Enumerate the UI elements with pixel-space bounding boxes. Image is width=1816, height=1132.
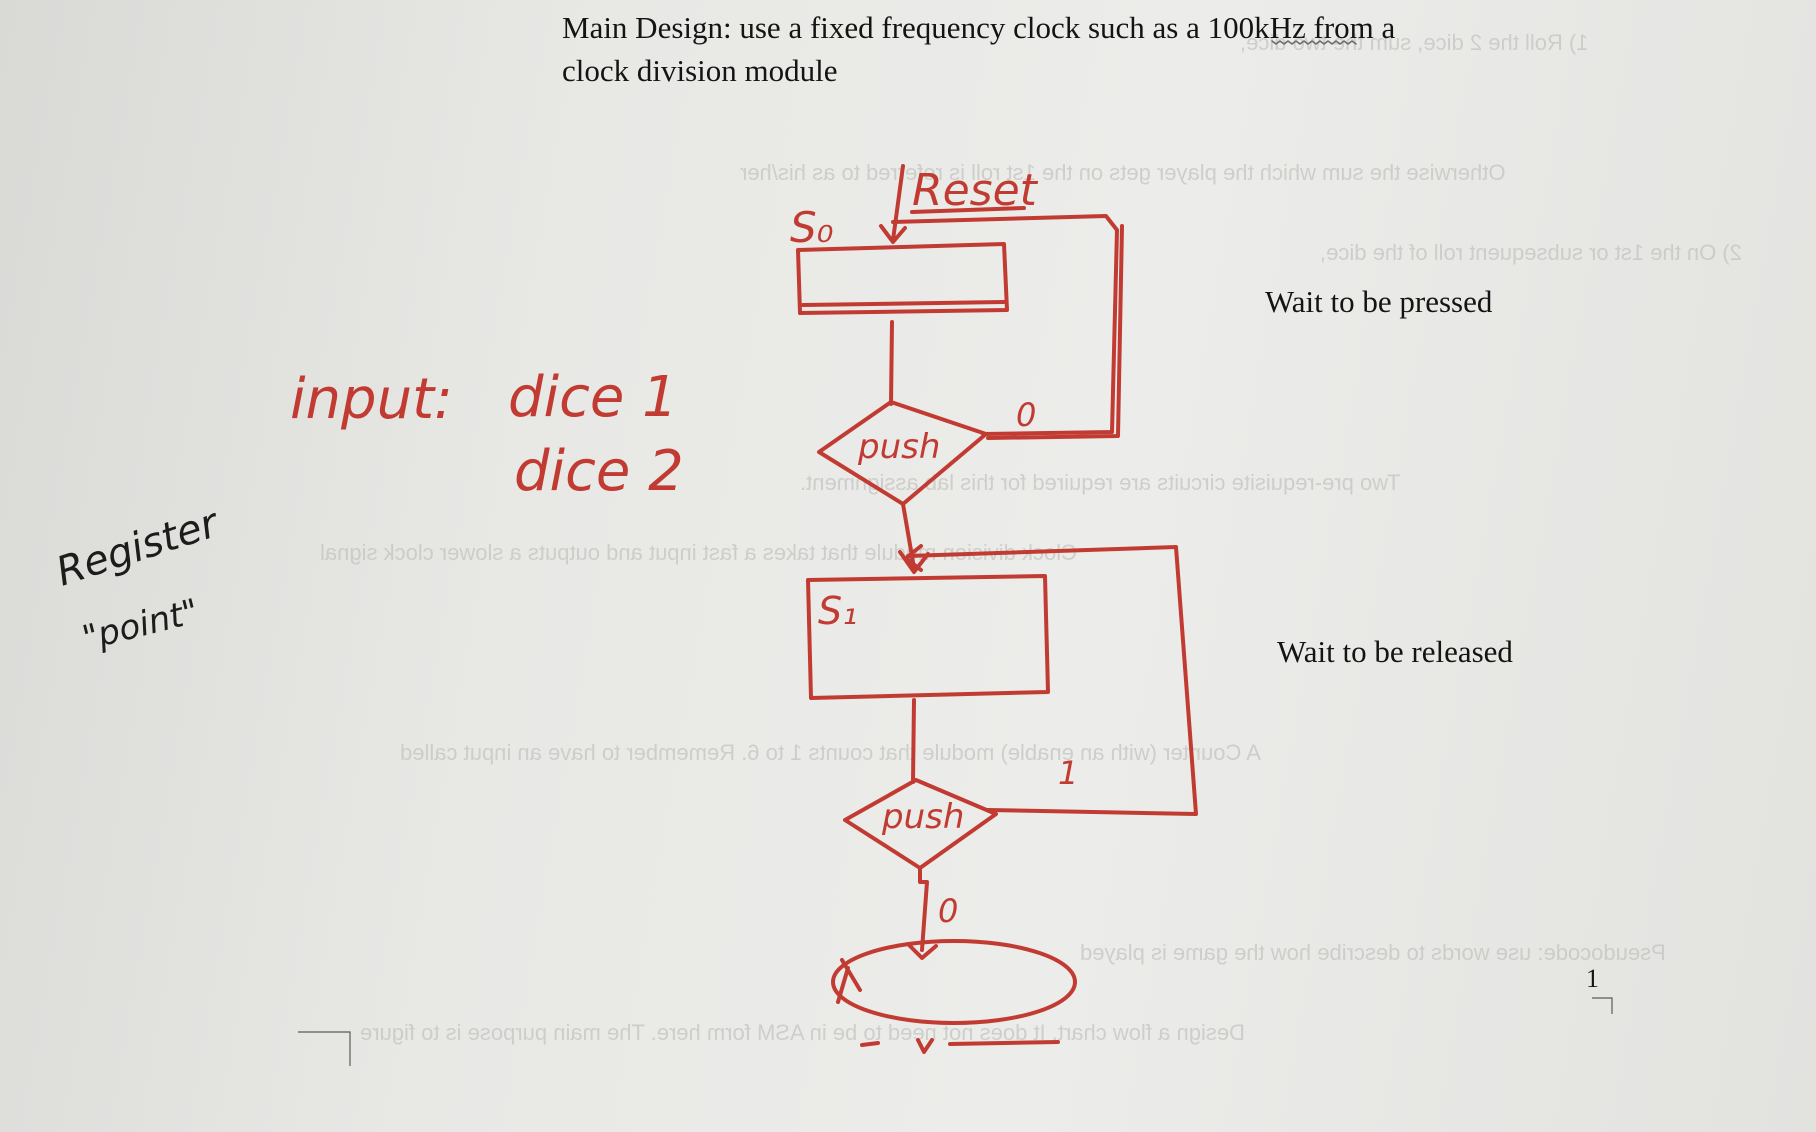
connector-decision2-down	[918, 866, 929, 952]
page-crop-mark	[298, 1031, 351, 1066]
input-dice1: dice 1	[508, 365, 678, 430]
terminal-ellipse	[831, 939, 1077, 1025]
reset-arrow-line	[891, 164, 905, 242]
state0-box	[796, 242, 1009, 315]
register-label: Register	[51, 500, 226, 596]
decision1-label: push	[857, 427, 940, 467]
register-point-label: "point"	[79, 591, 203, 658]
reset-underline	[910, 206, 1026, 214]
state1-annotation: Wait to be released	[1277, 634, 1513, 669]
input-label: input:	[290, 367, 453, 432]
loop-released-arrowhead	[904, 544, 923, 572]
decision2-zero-label: 0	[938, 892, 958, 930]
page-crop-mark	[1592, 997, 1613, 1014]
decision2-label: push	[881, 797, 964, 837]
state1-box	[806, 574, 1050, 700]
cut-off-ink	[860, 1038, 1060, 1054]
input-dice2: dice 2	[514, 439, 684, 504]
connector-s1-decision2	[911, 698, 916, 784]
connector-s0-decision1	[889, 320, 894, 406]
state0-label: S₀	[790, 203, 834, 252]
loop-path-released	[906, 545, 1198, 816]
title-line-1: Main Design: use a fixed frequency clock…	[562, 10, 1396, 45]
state0-box-edge	[801, 300, 1006, 307]
decision2-down-arrowhead	[906, 942, 938, 960]
state0-annotation: Wait to be pressed	[1265, 284, 1493, 319]
page-number: 1	[1586, 964, 1599, 993]
loop-path-pressed-echo	[986, 224, 1124, 440]
terminal-scribble	[836, 958, 862, 1004]
document-title: Main Design: use a fixed frequency clock…	[562, 6, 1562, 92]
decision1-zero-label: 0	[1016, 396, 1036, 434]
reset-arrowhead	[879, 224, 907, 244]
spellcheck-underline	[1271, 40, 1357, 45]
loop-path-pressed	[891, 214, 1119, 436]
decision2-one-label: 1	[1058, 754, 1078, 792]
state1-label: S₁	[818, 589, 857, 633]
title-line-2: clock division module	[562, 53, 838, 88]
